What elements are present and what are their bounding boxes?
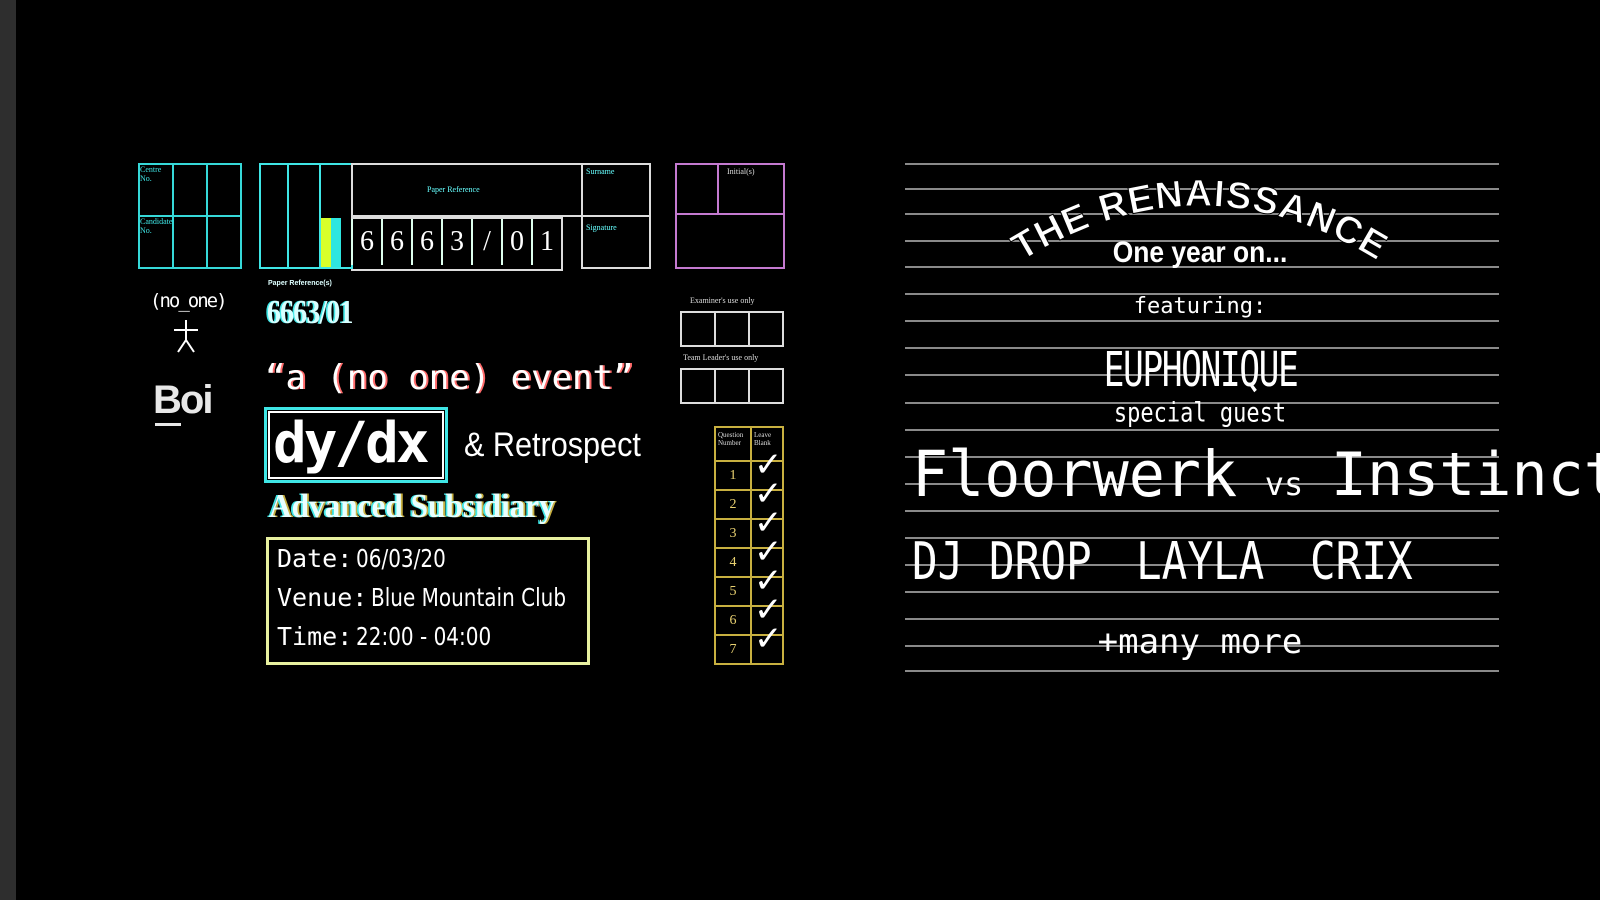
- examiner-boxes: [680, 311, 784, 347]
- ref-digit: 6: [381, 219, 411, 265]
- signature-field: Signature: [581, 215, 651, 269]
- ruled-line: [905, 266, 1499, 268]
- stick-figure-icon: [174, 320, 198, 353]
- headliner-box: dy/dx: [264, 407, 448, 483]
- ruled-line: [905, 374, 1499, 376]
- checkmark-icon: ✓: [754, 532, 783, 572]
- versus-line: Floorwerk vs Instinct: [912, 438, 1600, 512]
- no-one-logo-text: (no_one): [150, 290, 228, 312]
- venue-row: Venue: Blue Mountain Club: [277, 583, 615, 612]
- candidate-number-label: Candidate No.: [140, 217, 173, 235]
- color-glitch-bar-2: [331, 218, 341, 267]
- ref-digit: 0: [501, 219, 531, 265]
- date-row: Date: 06/03/20: [277, 544, 469, 573]
- left-edge-strip: [0, 0, 16, 900]
- venue-value: Blue Mountain Club: [371, 583, 567, 612]
- checkmark-icon: ✓: [754, 590, 783, 630]
- ruled-line: [905, 456, 1499, 458]
- renaissance-arc-title: THE RENAISSANCE: [1004, 172, 1394, 269]
- featuring-label: featuring:: [1133, 294, 1267, 319]
- left-flyer: Centre No. Candidate No. Paper Reference: [138, 163, 785, 665]
- ruled-line: [905, 320, 1499, 322]
- time-row: Time: 22:00 - 04:00: [277, 622, 525, 651]
- checkmark-icon: ✓: [754, 503, 783, 543]
- ruled-line: [905, 510, 1499, 512]
- headliner-text: dy/dx: [273, 411, 430, 476]
- initials-label: Initial(s): [727, 167, 755, 176]
- question-row: 1✓: [714, 448, 784, 491]
- tagline-text: “a (no one) event”: [265, 358, 634, 398]
- centre-number-label: Centre No.: [140, 165, 162, 183]
- time-label: Time:: [277, 622, 353, 651]
- ref-cell-b: [287, 163, 321, 269]
- ruled-line: [905, 618, 1499, 620]
- team-leader-label: Team Leader's use only: [683, 353, 759, 362]
- checkmark-icon: ✓: [754, 561, 783, 601]
- support-act: DJ DROP: [912, 532, 1092, 592]
- initials-box: Initial(s): [675, 163, 785, 269]
- support-act: LAYLA: [1136, 532, 1265, 592]
- boi-logo-underline: [155, 423, 181, 426]
- special-guest-label: special guest: [1113, 398, 1287, 429]
- paper-ref-small-label: Paper Reference(s): [268, 280, 332, 287]
- ruled-line: [905, 347, 1499, 349]
- vs-text: vs: [1264, 465, 1304, 503]
- event-tagline: “a (no one) event”: [265, 358, 633, 398]
- ruled-line: [905, 564, 1499, 566]
- ruled-line: [905, 163, 1499, 165]
- event-details-box: Date: 06/03/20 Venue: Blue Mountain Club…: [266, 537, 590, 665]
- ref-cell-a: [259, 163, 289, 269]
- venue-label: Venue:: [277, 583, 368, 612]
- ruled-line: [905, 645, 1499, 647]
- ref-digit: 6: [411, 219, 441, 265]
- checkmark-icon: ✓: [754, 474, 783, 514]
- no-one-logo: (no_one): [148, 290, 240, 360]
- color-glitch-bar: [321, 218, 331, 267]
- ruled-line: [905, 293, 1499, 295]
- question-row: 4✓: [714, 535, 784, 578]
- paper-reference-header: Paper Reference: [351, 163, 583, 217]
- ref-digit: /: [471, 219, 501, 265]
- centre-number-box: Centre No. Candidate No.: [138, 163, 242, 269]
- examiner-label: Examiner's use only: [690, 296, 755, 305]
- time-value: 22:00 - 04:00: [356, 622, 492, 651]
- question-row: 7✓: [714, 622, 784, 665]
- ruled-line: [905, 429, 1499, 431]
- question-row: 6✓: [714, 593, 784, 636]
- ruled-line: [905, 213, 1499, 215]
- checkmark-icon: ✓: [754, 445, 783, 485]
- date-value: 06/03/20: [356, 544, 447, 573]
- ruled-line: [905, 240, 1499, 242]
- paper-code: 6663/01: [267, 294, 353, 331]
- ruled-line: [905, 188, 1499, 190]
- support-act: CRIX: [1310, 532, 1413, 592]
- many-more-label: +many more: [1097, 622, 1303, 662]
- ref-digit: 3: [441, 219, 471, 265]
- checkmark-icon: ✓: [754, 619, 783, 659]
- boi-logo: Boi: [153, 378, 213, 422]
- one-year-on: One year on...: [1112, 236, 1288, 269]
- advanced-subsidiary-title: Advanced Subsidiary: [269, 488, 555, 525]
- ruled-line: [905, 402, 1499, 404]
- ref-digit: 6: [351, 219, 381, 265]
- headliner-with-text: & Retrospect: [464, 426, 641, 464]
- support-acts: DJ DROP LAYLA CRIX: [912, 532, 1472, 592]
- date-label: Date:: [277, 544, 353, 573]
- ruled-line: [905, 483, 1499, 485]
- ruled-line: [905, 670, 1499, 672]
- ruled-line: [905, 591, 1499, 593]
- instinct-text: Instinct: [1330, 440, 1600, 510]
- ruled-line: [905, 537, 1499, 539]
- right-flyer: THE RENAISSANCE One year on... featuring…: [800, 0, 1600, 900]
- surname-field: Surname: [581, 163, 651, 217]
- ref-digit: 1: [531, 219, 561, 265]
- floorwerk-text: Floorwerk: [912, 438, 1238, 512]
- euphonique-headliner: EUPHONIQUE: [1103, 342, 1298, 398]
- team-leader-boxes: [680, 368, 784, 404]
